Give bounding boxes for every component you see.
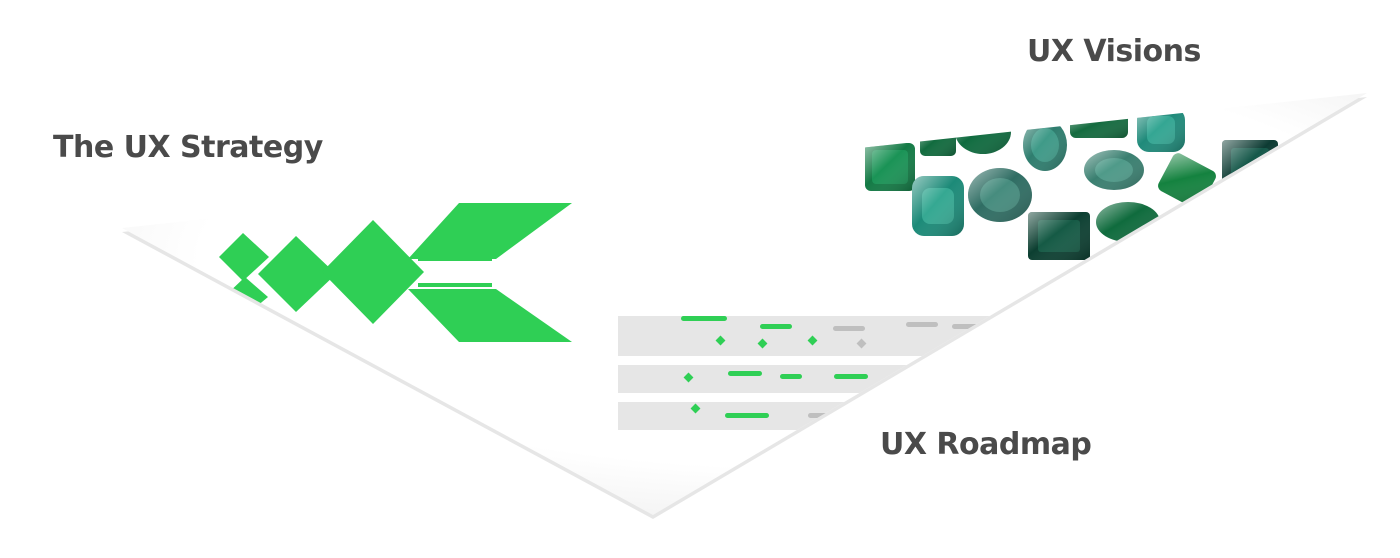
roadmap-task-bar: [725, 413, 769, 418]
roadmap-lane-2: [618, 365, 1038, 393]
roadmap-task-bar: [906, 322, 938, 327]
roadmap-milestone: [715, 335, 726, 346]
large-diamond: [322, 220, 424, 324]
roadmap-milestone: [757, 338, 768, 349]
chevron-bar: [418, 283, 492, 287]
roadmap-label: UX Roadmap: [880, 427, 1092, 462]
strategy-label: The UX Strategy: [53, 130, 323, 165]
small-diamond: [219, 233, 269, 281]
roadmap-task-bar: [833, 326, 865, 331]
chevron-upper: [408, 203, 572, 259]
roadmap-task-bar: [780, 374, 802, 379]
medium-diamond: [258, 236, 336, 312]
roadmap-task-bar: [834, 374, 868, 379]
green-gemstones-image: [865, 108, 1278, 260]
roadmap-milestone: [807, 335, 818, 346]
roadmap-lane-1: [618, 316, 1038, 356]
roadmap-milestone: [856, 338, 867, 349]
roadmap-milestone: [683, 372, 694, 383]
chevron-bar: [418, 257, 492, 261]
roadmap-task-bar: [760, 324, 792, 329]
roadmap-lane-3: [618, 402, 1038, 430]
roadmap-task-bar: [681, 316, 727, 321]
triangle-background: [122, 93, 1367, 519]
roadmap-task-bar: [728, 371, 762, 376]
roadmap-milestone: [690, 403, 701, 414]
chevron-lower: [408, 289, 572, 342]
visions-label: UX Visions: [1027, 34, 1201, 69]
